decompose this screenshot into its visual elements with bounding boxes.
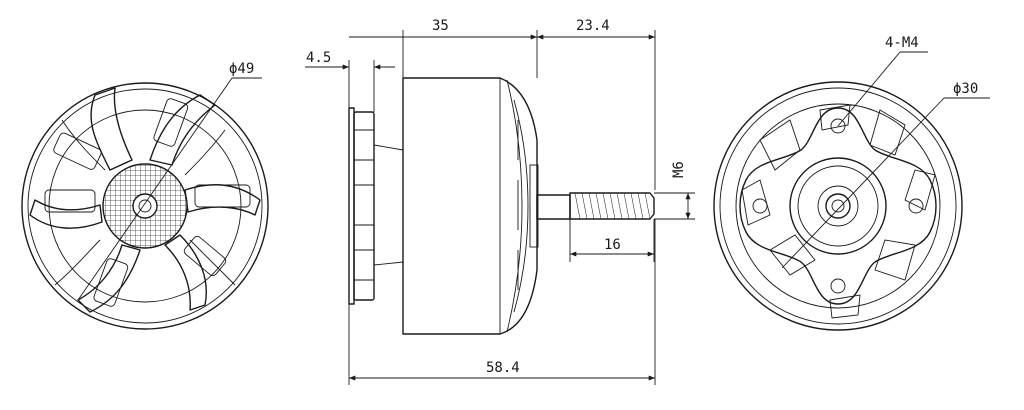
- front-spokes: [29, 87, 261, 313]
- flange-thickness-label: 4.5: [306, 50, 331, 66]
- mount-holes-label: 4-M4: [885, 35, 919, 51]
- front-view: ϕ49: [21, 61, 269, 330]
- side-view: 35 23.4 4.5 M6 16 58.4: [305, 18, 695, 385]
- thread-size-label: M6: [671, 161, 687, 178]
- shaft-length-label: 23.4: [576, 18, 610, 34]
- rear-cooling-slots: [741, 104, 936, 319]
- body-length-label: 35: [432, 18, 449, 34]
- mount-circle-label: ϕ30: [953, 81, 978, 97]
- front-diameter-label: ϕ49: [229, 61, 254, 77]
- front-coils: [44, 98, 251, 307]
- overall-length-label: 58.4: [486, 360, 520, 376]
- rear-view: 4-M4 ϕ30: [713, 35, 990, 331]
- thread-length-label: 16: [604, 237, 621, 253]
